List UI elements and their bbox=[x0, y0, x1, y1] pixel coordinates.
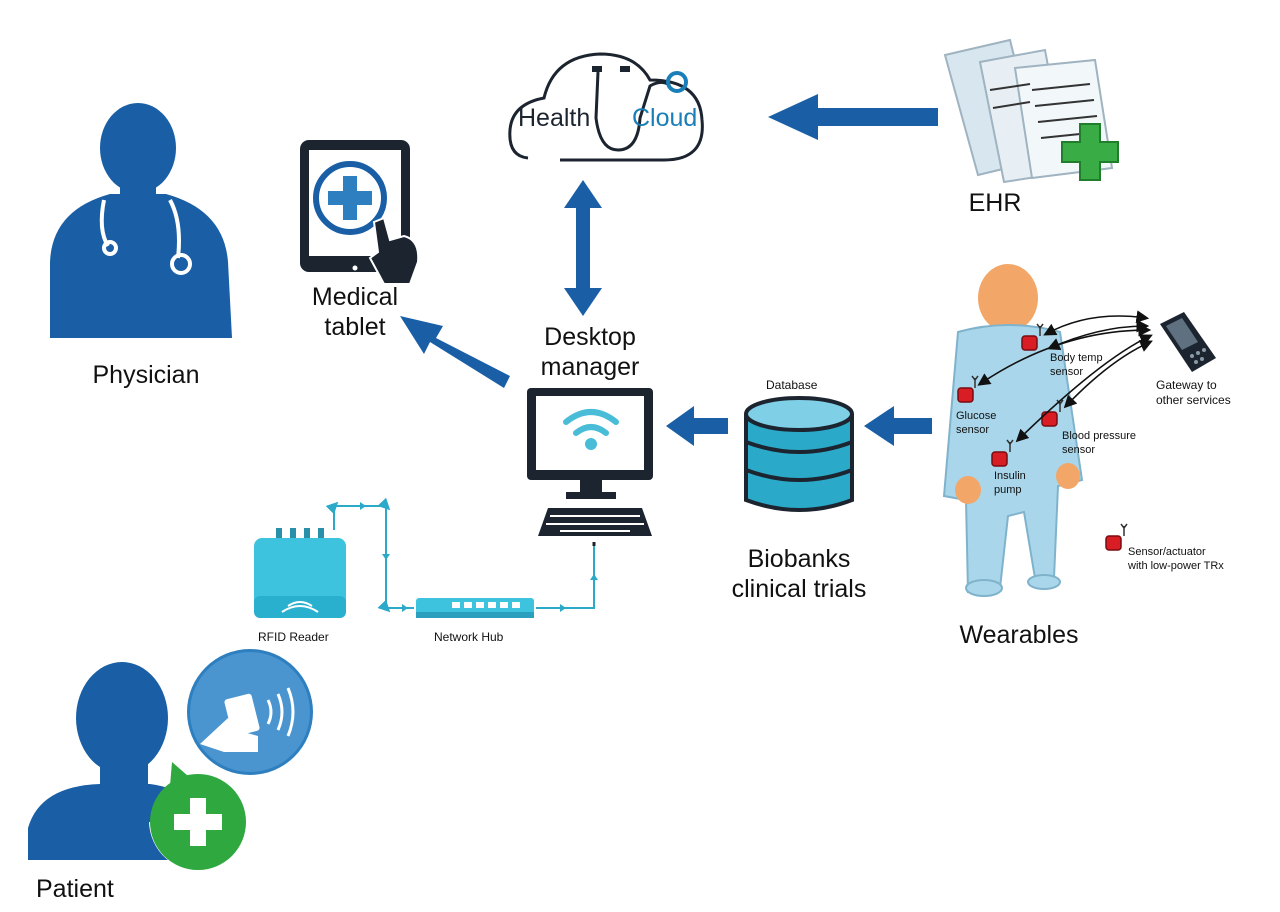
rfid-reader-icon bbox=[254, 528, 346, 618]
ehr-label: EHR bbox=[968, 189, 1022, 217]
sensor-actuator-label-line2: with low-power TRx bbox=[1128, 560, 1224, 572]
glucose-label-line1: Glucose bbox=[956, 410, 997, 422]
physician-icon bbox=[50, 103, 232, 338]
desktop-to-tablet-arrow bbox=[400, 316, 510, 388]
desktop-computer-icon bbox=[527, 388, 653, 536]
wearables-label: Wearables bbox=[959, 621, 1079, 649]
blood-pressure-label-line1: Blood pressure bbox=[1062, 430, 1136, 442]
sensor-actuator-label-line1: Sensor/actuator bbox=[1128, 546, 1206, 558]
ehr-to-cloud-arrow bbox=[768, 94, 938, 140]
database-label: Database bbox=[766, 378, 818, 392]
biobanks-label-line1: Biobanks bbox=[747, 545, 851, 573]
physician-label: Physician bbox=[92, 361, 200, 389]
gateway-label-line1: Gateway to bbox=[1156, 378, 1217, 392]
body-temp-label-line2: sensor bbox=[1050, 366, 1084, 378]
ehr-documents-icon bbox=[943, 38, 1119, 184]
desktop-manager-label-line2: manager bbox=[540, 353, 640, 381]
blood-pressure-label-line2: sensor bbox=[1062, 444, 1096, 456]
body-temp-label-line1: Body temp bbox=[1050, 352, 1103, 364]
plus-icon bbox=[149, 762, 251, 872]
rfid-reader-label: RFID Reader bbox=[258, 630, 329, 644]
desktop-manager-label-line1: Desktop bbox=[544, 323, 636, 351]
cloud-label: Cloud bbox=[632, 104, 698, 132]
network-hub-label: Network Hub bbox=[434, 630, 504, 644]
medical-tablet-label-line2: tablet bbox=[324, 313, 386, 341]
network-hub-icon bbox=[416, 598, 534, 618]
insulin-pump-label-line2: pump bbox=[994, 484, 1022, 496]
medical-tablet-icon bbox=[300, 140, 420, 285]
cloud-desktop-double-arrow bbox=[564, 180, 602, 316]
insulin-pump-label-line1: Insulin bbox=[994, 470, 1026, 482]
gateway-label-line2: other services bbox=[1156, 393, 1231, 407]
glucose-label-line2: sensor bbox=[956, 424, 990, 436]
database-icon bbox=[744, 396, 854, 512]
patient-label: Patient bbox=[36, 875, 114, 903]
mobile-phone-icon bbox=[1160, 312, 1216, 372]
health-label: Health bbox=[518, 104, 591, 132]
medical-tablet-label-line1: Medical bbox=[311, 283, 399, 311]
biobanks-label-line2: clinical trials bbox=[731, 575, 867, 603]
health-cloud-icon bbox=[508, 52, 704, 162]
wearables-to-database-arrow bbox=[864, 406, 932, 446]
contactless-card-icon bbox=[187, 649, 313, 775]
database-to-desktop-arrow bbox=[666, 406, 728, 446]
